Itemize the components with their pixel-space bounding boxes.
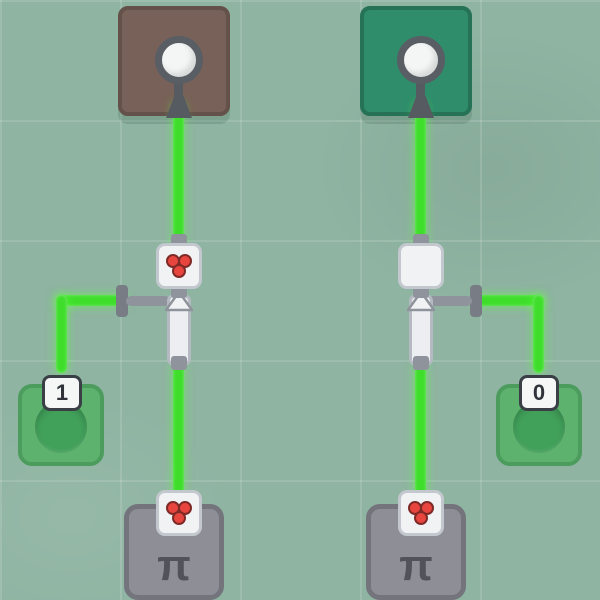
lamp-base [166, 96, 192, 118]
cherries-icon [407, 500, 435, 526]
input-pad-right[interactable] [496, 384, 582, 466]
source-filter-cherries-left[interactable] [156, 490, 202, 536]
lamp-neck [416, 82, 425, 98]
connector-cap-left [116, 285, 128, 317]
input-value-chip-right[interactable]: 0 [519, 375, 559, 411]
wire-input-vertical-right[interactable] [533, 295, 544, 373]
connector-arm-right[interactable] [428, 296, 472, 306]
gate-cherries-left[interactable] [156, 243, 202, 289]
wire-input-horizontal-right[interactable] [474, 295, 544, 306]
pi-symbol: π [399, 541, 433, 590]
wire-source-left[interactable] [173, 364, 184, 498]
gate-blank-right[interactable] [398, 243, 444, 289]
pi-source-pad-right[interactable]: π [366, 504, 466, 600]
lamp-base [408, 96, 434, 118]
valve-arrow-up-icon-right [406, 290, 436, 312]
cherries-icon [165, 253, 193, 279]
wire-sensor-right[interactable] [415, 102, 426, 252]
connector-nub [413, 356, 429, 370]
lamp-icon-right[interactable] [397, 36, 445, 84]
lamp-neck [174, 82, 183, 98]
source-filter-cherries-right[interactable] [398, 490, 444, 536]
lamp-icon-left[interactable] [155, 36, 203, 84]
valve-arrow-up-icon-left [164, 290, 194, 312]
connector-arm-left[interactable] [126, 296, 170, 306]
wire-source-right[interactable] [415, 364, 426, 498]
wire-sensor-left[interactable] [173, 102, 184, 252]
connector-cap-right [470, 285, 482, 317]
input-value-chip-left[interactable]: 1 [42, 375, 82, 411]
pi-symbol: π [157, 541, 191, 590]
wire-input-vertical-left[interactable] [56, 295, 67, 373]
connector-nub [171, 356, 187, 370]
wire-input-horizontal-left[interactable] [56, 295, 126, 306]
cherries-icon [165, 500, 193, 526]
